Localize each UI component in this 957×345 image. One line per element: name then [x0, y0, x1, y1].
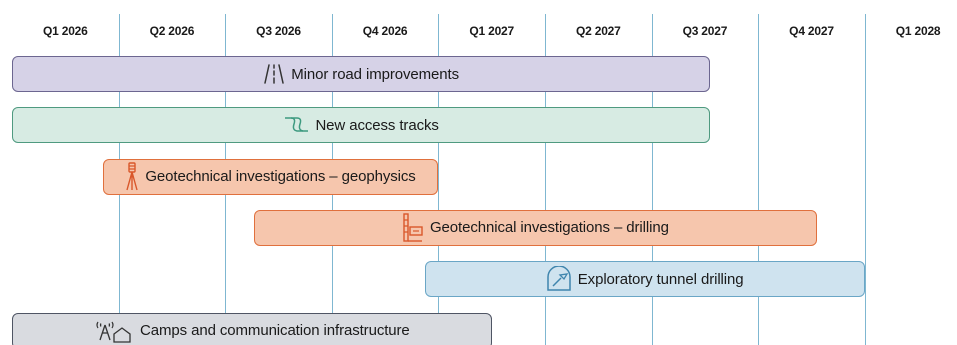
tracks-icon [283, 115, 309, 135]
quarter-gridline [864, 14, 866, 345]
quarter-label: Q1 2026 [42, 24, 88, 38]
quarter-gridline [438, 14, 440, 345]
task-bar: Geotechnical investigations – geophysics [102, 158, 439, 195]
quarter-label: Q3 2026 [256, 24, 301, 38]
task-label: Geotechnical investigations – drilling [429, 219, 669, 237]
task-label: Geotechnical investigations – geophysics [145, 168, 416, 186]
task-bar: Exploratory tunnel drilling [424, 261, 865, 298]
quarter-gridline [651, 14, 653, 345]
task-label: Minor road improvements [291, 65, 459, 83]
quarter-label: Q1 2027 [469, 24, 515, 38]
quarter-gridline [545, 14, 546, 345]
quarter-label: Q2 2026 [149, 24, 195, 38]
camp-antenna-icon [94, 319, 134, 343]
task-bar: Geotechnical investigations – drilling [253, 209, 817, 246]
quarter-label: Q3 2027 [682, 24, 728, 38]
quarter-label: Q4 2027 [789, 24, 834, 38]
task-label: New access tracks [315, 116, 439, 134]
drilling-rig-icon [402, 213, 424, 243]
survey-tripod-icon [125, 161, 139, 192]
task-label: Exploratory tunnel drilling [577, 270, 744, 288]
task-bar: Camps and communication infrastructure [12, 312, 492, 345]
task-label: Camps and communication infrastructure [140, 322, 410, 339]
road-icon [263, 64, 285, 84]
quarter-gridline [758, 14, 760, 345]
quarter-label: Q4 2026 [362, 24, 408, 38]
task-bar: Minor road improvements [12, 56, 711, 92]
tunnel-drill-icon [546, 266, 572, 292]
quarter-label: Q1 2028 [895, 24, 941, 38]
quarter-label: Q2 2027 [575, 24, 621, 38]
task-bar: New access tracks [12, 107, 711, 144]
